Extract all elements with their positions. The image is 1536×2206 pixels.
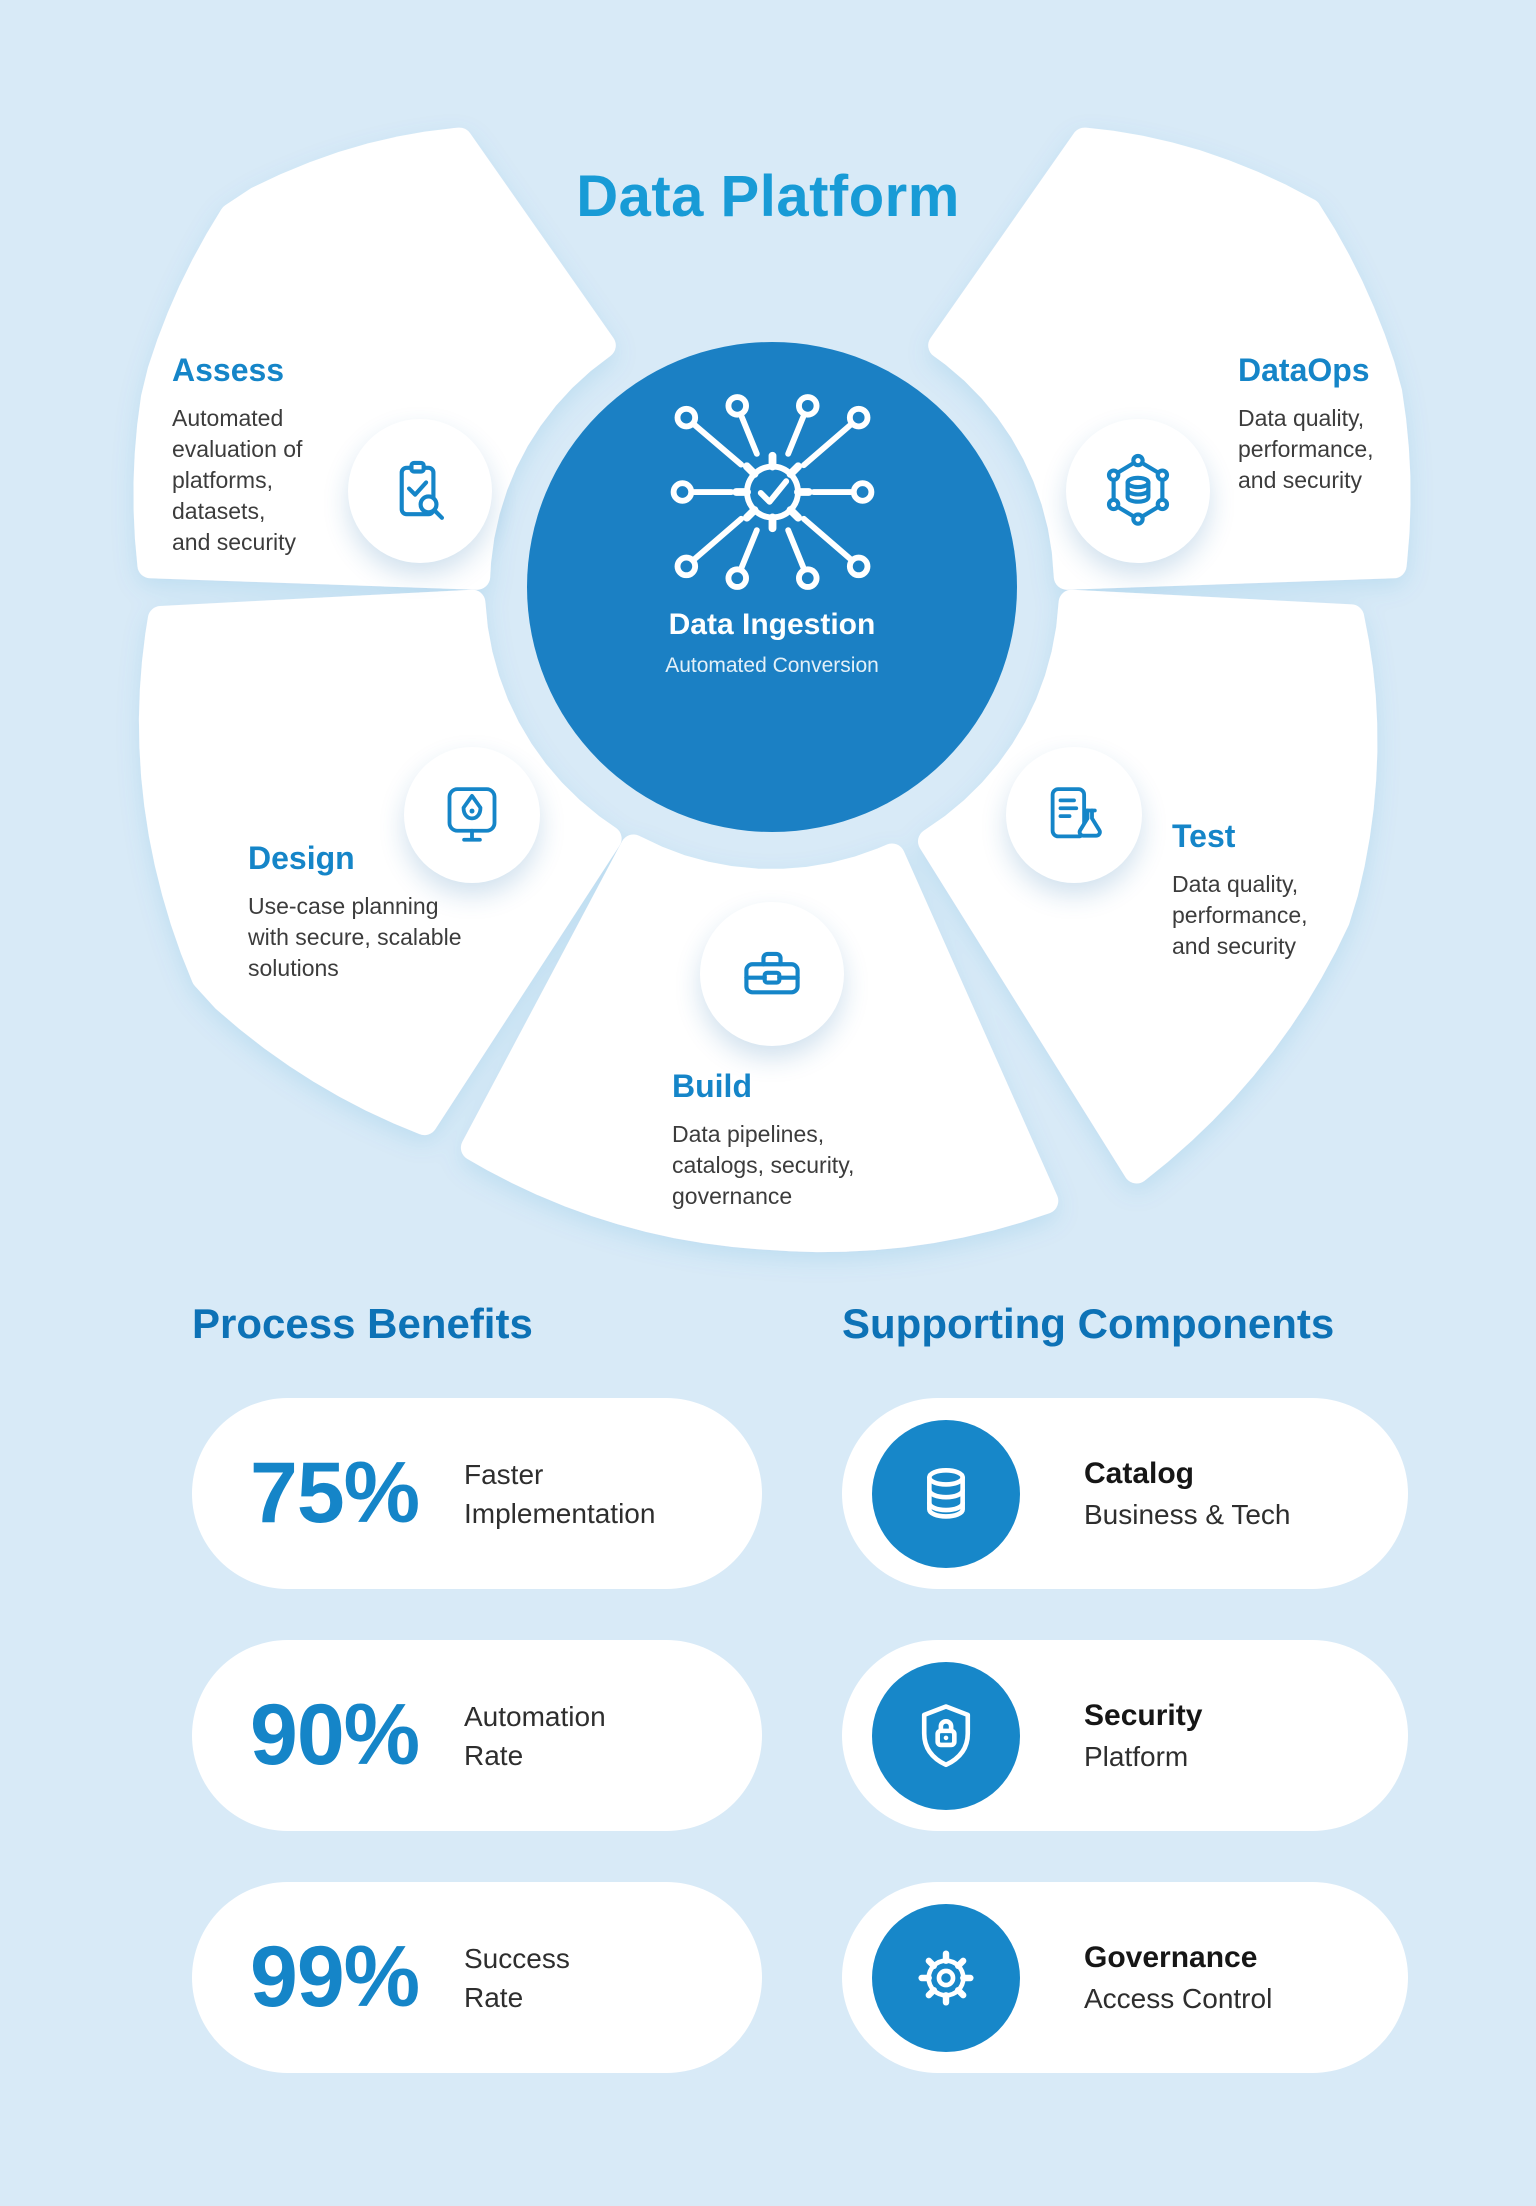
component-subtitle: Platform (1084, 1740, 1189, 1772)
stage-title: Assess (172, 352, 285, 388)
stage-title: Design (248, 840, 355, 876)
hub-subtitle: Automated Conversion (665, 654, 879, 677)
component-subtitle: Business & Tech (1084, 1498, 1291, 1530)
assess-stage-badge (348, 419, 492, 563)
benefit-card-automation-rate: 90% Automation Rate (192, 1640, 762, 1831)
stage-build: Build Data pipelines, catalogs, security… (672, 1068, 972, 1212)
hub-title: Data Ingestion (668, 608, 876, 641)
component-text: Governance Access Control (1084, 1941, 1272, 2015)
pen-tool-screen-icon (447, 787, 497, 842)
component-card-governance: Governance Access Control (842, 1882, 1408, 2073)
stage-description: Data quality, performance, and security (1172, 871, 1308, 959)
component-title: Security (1084, 1698, 1203, 1732)
stage-test: Test Data quality, performance, and secu… (1172, 818, 1432, 962)
toolbox-icon (744, 951, 800, 995)
document-flask-icon (1050, 787, 1102, 839)
benefit-card-success-rate: 99% Success Rate (192, 1882, 762, 2073)
benefit-card-faster-implementation: 75% Faster Implementation (192, 1398, 762, 1589)
design-stage-badge (404, 747, 540, 883)
database-icon (927, 1467, 965, 1519)
component-card-catalog: Catalog Business & Tech (842, 1398, 1408, 1589)
component-card-security: Security Platform (842, 1640, 1408, 1831)
shield-lock-icon (921, 1703, 971, 1767)
test-stage-badge (1006, 747, 1142, 883)
component-title: Catalog (1084, 1456, 1195, 1490)
data-network-gear-icon (670, 394, 874, 590)
benefits-heading: Process Benefits (192, 1300, 533, 1347)
stage-design: Design Use-case planning with secure, sc… (248, 840, 548, 984)
component-title: Governance (1084, 1940, 1258, 1974)
hexagon-database-icon (1106, 453, 1170, 526)
component-subtitle: Access Control (1084, 1982, 1273, 2014)
benefit-value: 75% (250, 1445, 420, 1541)
benefit-value: 99% (250, 1929, 420, 2025)
stage-description: Data quality, performance, and security (1238, 405, 1374, 493)
stage-title: Build (672, 1068, 752, 1104)
build-stage-badge (700, 902, 844, 1046)
page-title: Data Platform (576, 164, 960, 229)
center-hub: Data Ingestion Automated Conversion (527, 342, 1017, 832)
stage-description: Use-case planning with secure, scalable … (248, 893, 462, 981)
governance-icon-circle (872, 1903, 1020, 2052)
catalog-icon-circle (872, 1419, 1020, 1568)
stage-description: Automated evaluation of platforms, datas… (172, 405, 303, 555)
dataops-stage-badge (1066, 419, 1210, 563)
benefit-label: Success Rate (464, 1942, 570, 2013)
stage-dataops: DataOps Data quality, performance, and s… (1238, 352, 1498, 496)
clipboard-check-magnifier-icon (399, 460, 445, 520)
benefit-value: 90% (250, 1687, 420, 1783)
component-text: Security Platform (1084, 1699, 1202, 1773)
security-icon-circle (872, 1661, 1020, 1810)
stage-assess: Assess Automated evaluation of platforms… (172, 352, 412, 558)
components-heading: Supporting Components (842, 1300, 1335, 1347)
gear-icon (918, 1949, 974, 2006)
stage-description: Data pipelines, catalogs, security, gove… (672, 1121, 855, 1209)
component-text: Catalog Business & Tech (1084, 1457, 1291, 1531)
stage-title: DataOps (1238, 352, 1370, 388)
stage-title: Test (1172, 818, 1236, 854)
benefit-label: Faster Implementation (464, 1458, 656, 1529)
benefit-label: Automation Rate (464, 1700, 606, 1771)
